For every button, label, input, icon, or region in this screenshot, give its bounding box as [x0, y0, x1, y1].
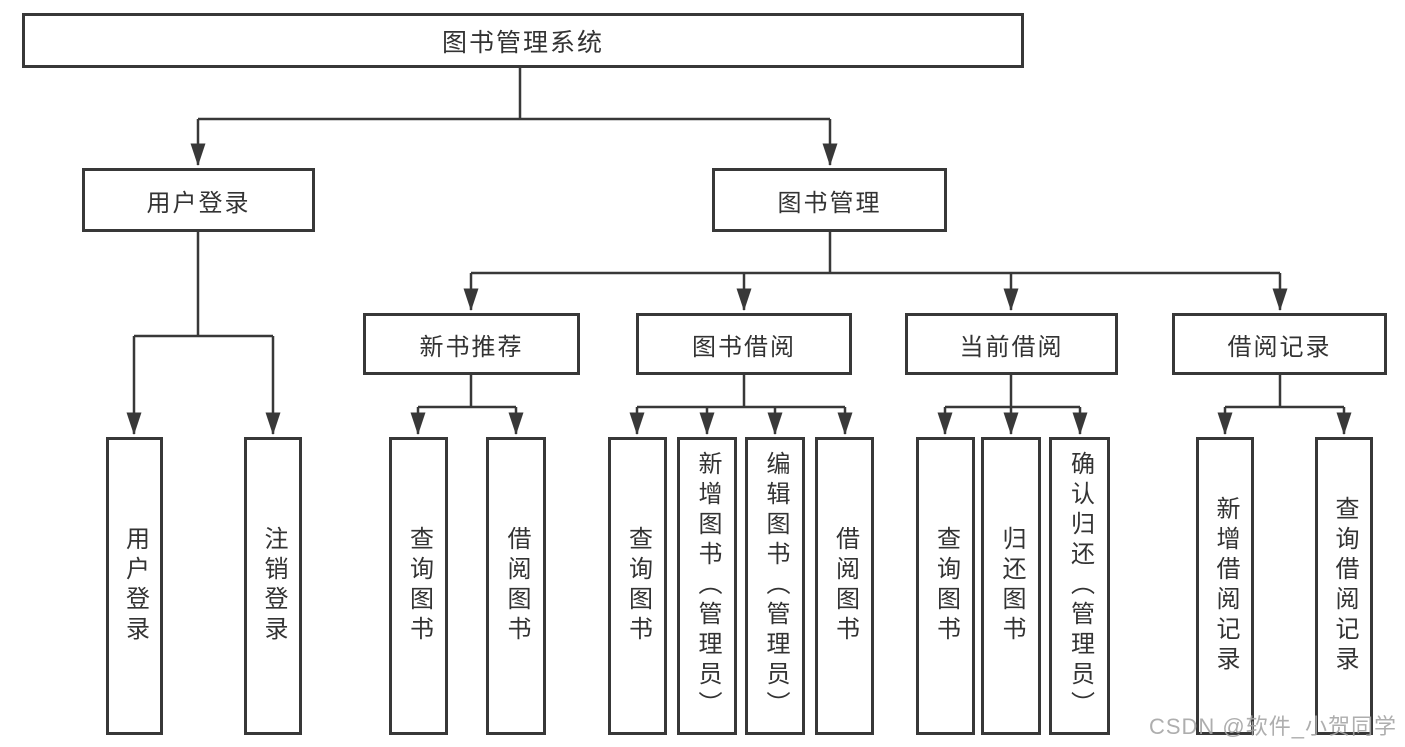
node-current-borrowing: 当前借阅 — [905, 313, 1118, 375]
node-confirm-return-admin: 确认归还（管理员） — [1049, 437, 1110, 735]
node-user-login-module: 用户登录 — [82, 168, 315, 232]
node-query-books-recommend: 查询图书 — [389, 437, 448, 735]
node-query-borrow-record: 查询借阅记录 — [1315, 437, 1373, 735]
node-book-management-module: 图书管理 — [712, 168, 947, 232]
rail-user-login-trunk — [134, 232, 273, 338]
rail-book-management-trunk — [471, 232, 1280, 275]
node-query-books-borrowing: 查询图书 — [608, 437, 667, 735]
node-add-borrow-record: 新增借阅记录 — [1196, 437, 1254, 735]
node-borrow-books-borrowing: 借阅图书 — [815, 437, 874, 735]
node-book-borrowing: 图书借阅 — [636, 313, 852, 375]
rail-book-borrow-trunk — [637, 375, 845, 409]
node-library-management-system: 图书管理系统 — [22, 13, 1024, 68]
node-return-books: 归还图书 — [981, 437, 1041, 735]
rail-new-book-trunk — [418, 375, 516, 409]
rail-current-borrow-trunk — [945, 375, 1080, 409]
rail-borrow-record-trunk — [1225, 375, 1344, 409]
node-edit-books-admin: 编辑图书（管理员） — [745, 437, 805, 735]
node-borrow-books-recommend: 借阅图书 — [486, 437, 546, 735]
node-query-books-current: 查询图书 — [916, 437, 975, 735]
rail-root-trunk — [198, 68, 830, 121]
node-logout-leaf: 注销登录 — [244, 437, 302, 735]
node-borrowing-records: 借阅记录 — [1172, 313, 1387, 375]
node-add-books-admin: 新增图书（管理员） — [677, 437, 737, 735]
node-new-book-recommendation: 新书推荐 — [363, 313, 580, 375]
node-user-login-leaf: 用户登录 — [106, 437, 163, 735]
